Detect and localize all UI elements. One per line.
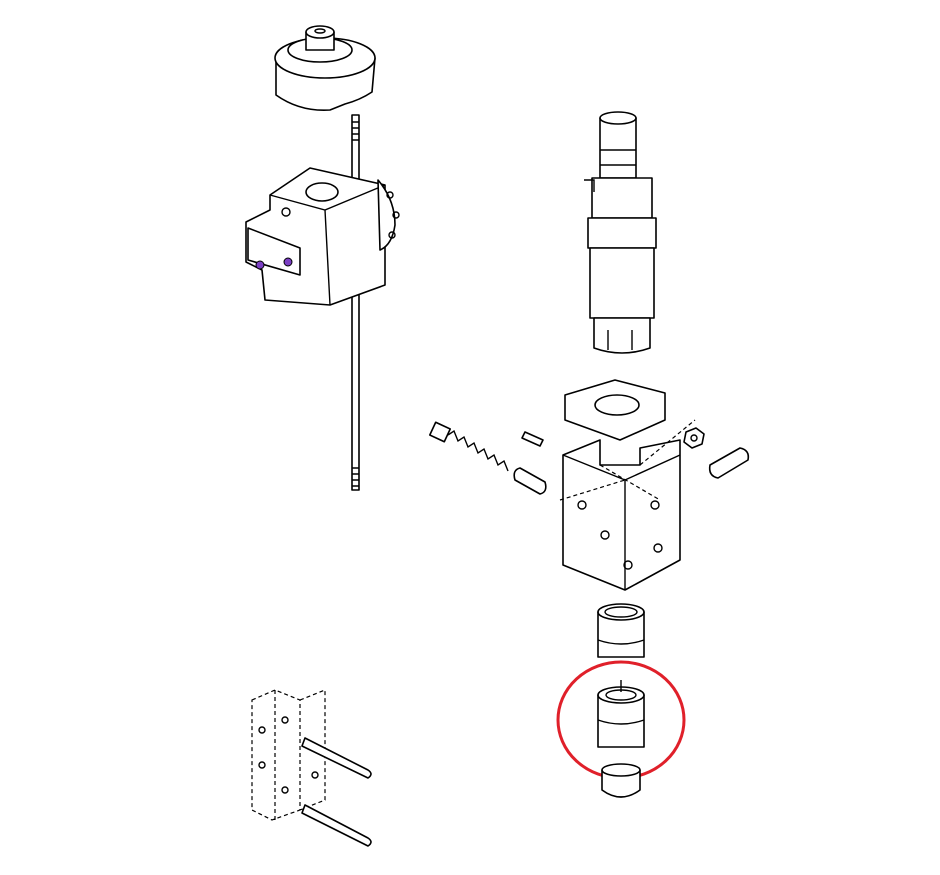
set-screw [521, 431, 544, 447]
spring-assembly [428, 421, 547, 495]
top-cap [274, 25, 376, 112]
bottom-cap [601, 763, 641, 798]
nut [683, 427, 705, 449]
upper-bushing [597, 603, 645, 658]
valve-body [245, 167, 400, 306]
reference-bracket [251, 689, 372, 847]
highlighted-bushing [597, 680, 645, 748]
actuator-cylinder [584, 111, 657, 354]
main-block [559, 379, 696, 591]
tie-rod [351, 114, 360, 491]
dowel-pin [708, 447, 750, 479]
